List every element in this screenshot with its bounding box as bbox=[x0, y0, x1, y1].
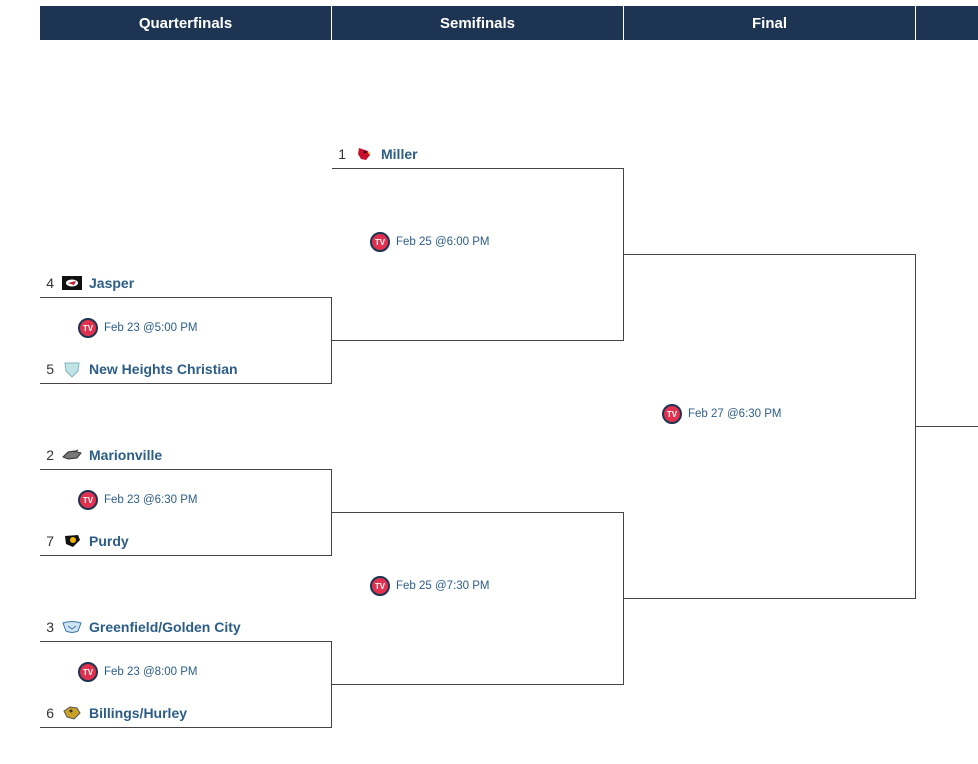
game-time: Feb 25 @6:00 PM bbox=[396, 236, 490, 248]
bracket-line bbox=[332, 340, 624, 341]
round-header-next bbox=[916, 6, 978, 40]
tv-icon[interactable]: TV bbox=[78, 318, 98, 338]
team-name[interactable]: Marionville bbox=[89, 447, 163, 463]
game-time-qf2[interactable]: TV Feb 23 @6:30 PM bbox=[78, 490, 198, 510]
round-header-quarterfinals: Quarterfinals bbox=[40, 6, 332, 40]
billings-logo-icon bbox=[62, 705, 82, 721]
bracket-line bbox=[331, 641, 332, 728]
seed: 2 bbox=[46, 447, 54, 463]
game-time: Feb 27 @6:30 PM bbox=[688, 408, 782, 420]
team-name[interactable]: Billings/Hurley bbox=[89, 705, 188, 721]
team-name[interactable]: Purdy bbox=[89, 533, 129, 549]
marionville-logo-icon bbox=[62, 447, 82, 463]
bracket-line bbox=[40, 555, 332, 556]
team-name[interactable]: New Heights Christian bbox=[89, 361, 238, 377]
round-header-semifinals: Semifinals bbox=[332, 6, 624, 40]
game-time: Feb 23 @6:30 PM bbox=[104, 494, 198, 506]
bracket-line bbox=[915, 254, 916, 599]
bracket-line bbox=[40, 383, 332, 384]
bracket-line bbox=[40, 641, 332, 642]
round-header-final: Final bbox=[624, 6, 916, 40]
game-time: Feb 23 @5:00 PM bbox=[104, 322, 198, 334]
team-name[interactable]: Miller bbox=[381, 146, 418, 162]
bracket-line bbox=[40, 297, 332, 298]
bracket-line bbox=[916, 426, 978, 427]
bracket-line bbox=[40, 727, 332, 728]
game-time-qf3[interactable]: TV Feb 23 @8:00 PM bbox=[78, 662, 198, 682]
game-time: Feb 25 @7:30 PM bbox=[396, 580, 490, 592]
bracket-line bbox=[332, 684, 624, 685]
team-row-new-heights-christian[interactable]: 5 New Heights Christian bbox=[40, 358, 238, 380]
bracket-line bbox=[624, 598, 916, 599]
bracket-line bbox=[331, 297, 332, 384]
seed: 3 bbox=[46, 619, 54, 635]
game-time-qf1[interactable]: TV Feb 23 @5:00 PM bbox=[78, 318, 198, 338]
seed: 5 bbox=[46, 361, 54, 377]
tv-icon[interactable]: TV bbox=[370, 232, 390, 252]
team-row-miller[interactable]: 1 Miller bbox=[332, 143, 418, 165]
tv-icon[interactable]: TV bbox=[78, 490, 98, 510]
game-time: Feb 23 @8:00 PM bbox=[104, 666, 198, 678]
game-time-final[interactable]: TV Feb 27 @6:30 PM bbox=[662, 404, 782, 424]
bracket-line bbox=[623, 512, 624, 685]
purdy-logo-icon bbox=[62, 533, 82, 549]
bracket-line bbox=[623, 168, 624, 341]
seed: 1 bbox=[338, 146, 346, 162]
tv-icon[interactable]: TV bbox=[78, 662, 98, 682]
game-time-sf2[interactable]: TV Feb 25 @7:30 PM bbox=[370, 576, 490, 596]
seed: 6 bbox=[46, 705, 54, 721]
bracket-line bbox=[332, 168, 624, 169]
cardinal-logo-icon bbox=[354, 146, 374, 162]
seed: 4 bbox=[46, 275, 54, 291]
game-time-sf1[interactable]: TV Feb 25 @6:00 PM bbox=[370, 232, 490, 252]
new-heights-logo-icon bbox=[62, 361, 82, 378]
team-row-purdy[interactable]: 7 Purdy bbox=[40, 530, 129, 552]
bracket-line bbox=[40, 469, 332, 470]
tv-icon[interactable]: TV bbox=[370, 576, 390, 596]
bracket-line bbox=[331, 469, 332, 556]
team-row-marionville[interactable]: 2 Marionville bbox=[40, 444, 162, 466]
jasper-logo-icon bbox=[62, 275, 82, 291]
greenfield-logo-icon bbox=[62, 619, 82, 635]
team-name[interactable]: Greenfield/Golden City bbox=[89, 619, 241, 635]
team-row-billings-hurley[interactable]: 6 Billings/Hurley bbox=[40, 702, 187, 724]
team-name[interactable]: Jasper bbox=[89, 275, 135, 291]
team-row-jasper[interactable]: 4 Jasper bbox=[40, 272, 134, 294]
team-row-greenfield-golden-city[interactable]: 3 Greenfield/Golden City bbox=[40, 616, 241, 638]
bracket-line bbox=[624, 254, 916, 255]
bracket-line bbox=[332, 512, 624, 513]
seed: 7 bbox=[46, 533, 54, 549]
tv-icon[interactable]: TV bbox=[662, 404, 682, 424]
